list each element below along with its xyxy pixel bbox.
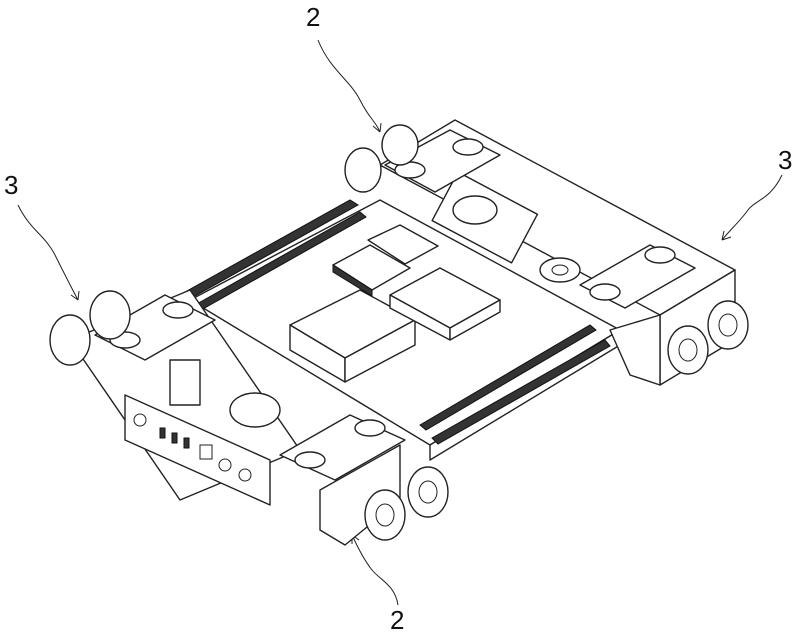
reference-label-bottom: 2 (390, 605, 405, 635)
wheel-module-right (579, 244, 749, 375)
reference-label-left: 3 (4, 170, 19, 200)
wheel-module-left (49, 290, 216, 366)
reference-label-right: 3 (778, 145, 793, 175)
control-panel (124, 394, 271, 506)
wheel-module-top (344, 124, 501, 193)
rack-right (419, 324, 597, 431)
reference-label-top: 2 (306, 2, 321, 32)
wheel-module-bottom (279, 414, 449, 546)
